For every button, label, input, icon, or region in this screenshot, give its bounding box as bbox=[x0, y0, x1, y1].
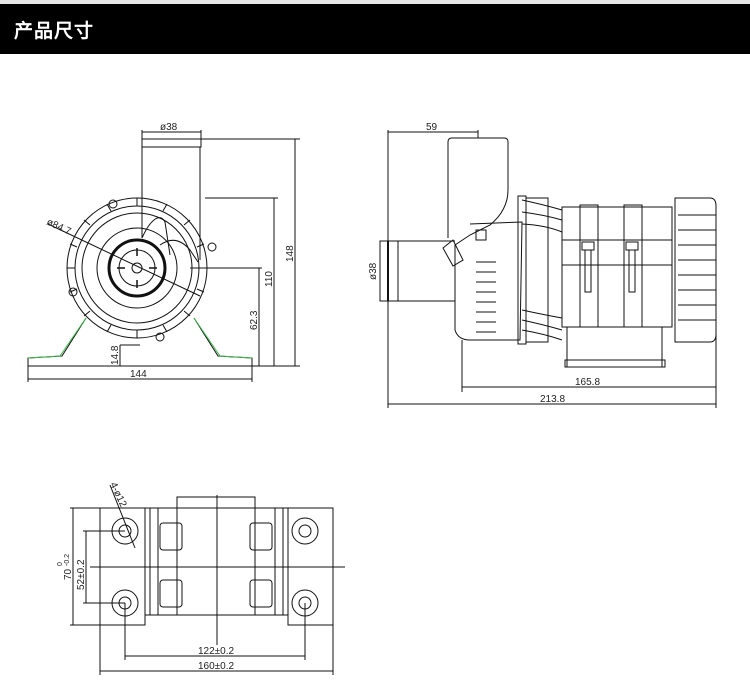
boss-left bbox=[68, 287, 78, 297]
label-outlet-offset: 59 bbox=[426, 122, 438, 133]
front-bracket bbox=[27, 317, 253, 367]
label-outer-height-tol-upper: 0 bbox=[57, 562, 64, 566]
boss-bottom bbox=[155, 332, 165, 342]
pump-head bbox=[454, 221, 523, 341]
label-housing-diameter: ø84.7 bbox=[45, 217, 73, 238]
label-hole-spec: 4-ø12 bbox=[107, 481, 128, 510]
section-title: 产品尺寸 bbox=[14, 20, 95, 42]
clamp-pad-3 bbox=[249, 522, 273, 551]
section-header: 产品尺寸 bbox=[0, 4, 750, 54]
motor-body bbox=[561, 206, 673, 328]
base-view bbox=[70, 484, 345, 675]
volute-ring bbox=[96, 227, 178, 309]
bracket-left-green bbox=[27, 317, 87, 359]
hole-leader bbox=[109, 484, 136, 549]
label-body-length: 165.8 bbox=[575, 377, 600, 388]
label-center-height: 62.3 bbox=[249, 310, 260, 330]
side-outlet-pipe bbox=[447, 137, 509, 330]
impeller-vanes bbox=[117, 248, 157, 288]
clamp-2 bbox=[623, 204, 643, 328]
clamp-pad-4 bbox=[249, 579, 273, 608]
top-strip bbox=[0, 0, 750, 4]
bracket-right-green bbox=[193, 317, 253, 359]
label-outer-height: 70 bbox=[63, 568, 74, 580]
front-outlet-cap bbox=[141, 138, 202, 148]
base-center-block bbox=[176, 496, 256, 616]
side-base-bracket bbox=[566, 326, 663, 368]
label-total-length: 213.8 bbox=[540, 394, 565, 405]
clamp-1 bbox=[579, 204, 599, 328]
housing-inner-ring bbox=[81, 212, 193, 324]
front-view bbox=[27, 130, 300, 382]
label-front-outlet: ø38 bbox=[160, 122, 178, 133]
volute-tongue bbox=[141, 217, 171, 256]
housing-diameter-leader bbox=[47, 223, 201, 297]
boss-right bbox=[207, 242, 217, 252]
volute-curve bbox=[159, 239, 199, 263]
label-outer-width: 160±0.2 bbox=[198, 661, 235, 672]
label-hole-spacing-vertical: 52±0.2 bbox=[76, 559, 87, 590]
boss-top bbox=[108, 199, 118, 209]
cooling-fins bbox=[476, 199, 563, 341]
clamp-pad-2 bbox=[159, 579, 183, 608]
label-base-clearance: 14.8 bbox=[110, 345, 121, 365]
label-outer-height-tol-lower: -0.2 bbox=[64, 554, 71, 566]
end-cap-fins bbox=[678, 214, 716, 321]
label-base-width: 144 bbox=[130, 369, 147, 380]
clamp-pad-1 bbox=[159, 522, 183, 551]
label-body-height: 110 bbox=[264, 271, 275, 287]
housing-ribs bbox=[67, 198, 207, 338]
label-total-height: 148 bbox=[285, 245, 296, 262]
housing-rib-ring bbox=[74, 205, 200, 331]
flange bbox=[517, 195, 527, 345]
impeller-ring bbox=[107, 238, 167, 298]
housing-outer-ring bbox=[66, 197, 208, 339]
side-inlet-nozzle bbox=[442, 239, 464, 267]
label-hole-spacing-horizontal: 122±0.2 bbox=[198, 646, 235, 657]
side-view bbox=[379, 130, 717, 408]
label-inlet-diameter: ø38 bbox=[368, 262, 379, 280]
